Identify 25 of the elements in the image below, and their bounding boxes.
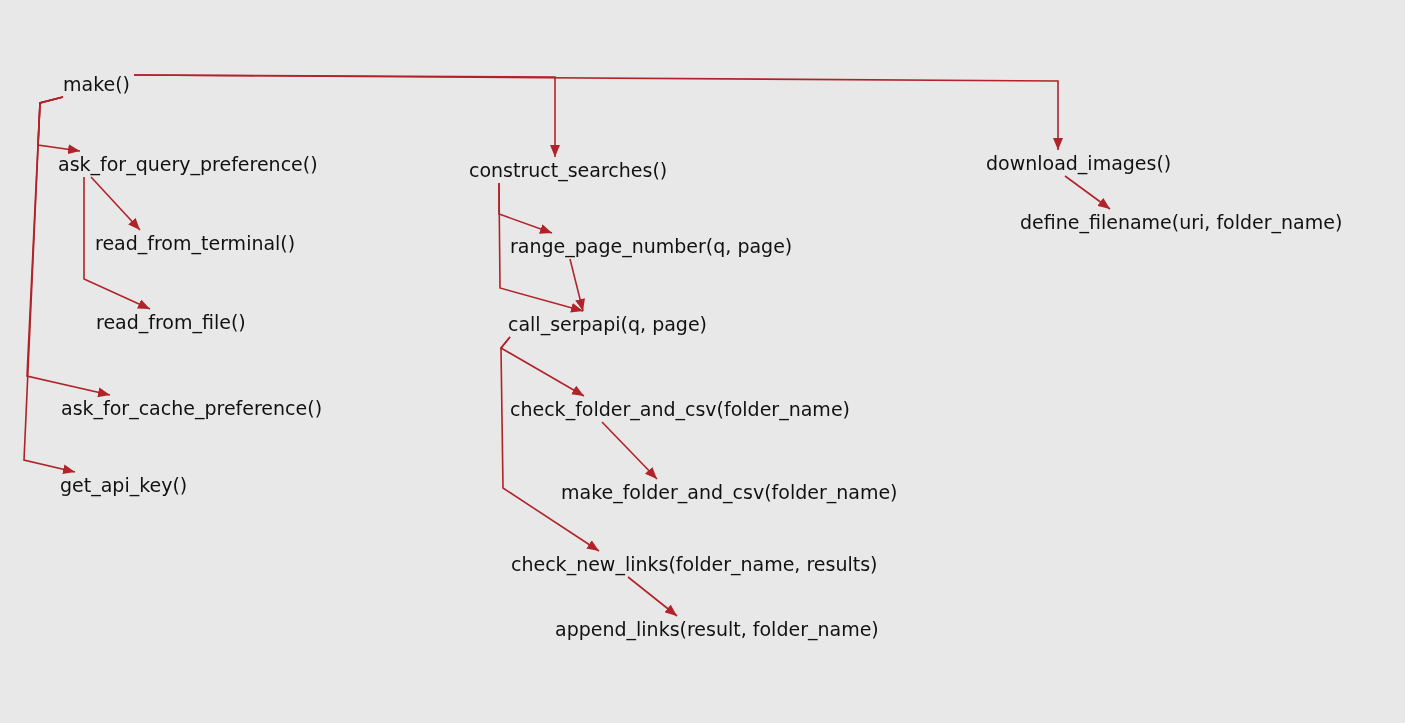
arrow	[500, 336, 600, 552]
arrow	[498, 182, 584, 313]
arrow	[569, 258, 585, 312]
function-label: make_folder_and_csv(folder_name)	[561, 481, 898, 503]
arrow	[90, 176, 141, 231]
function-label: append_links(result, folder_name)	[555, 618, 879, 640]
arrow	[23, 96, 76, 475]
function-label: read_from_file()	[96, 311, 246, 333]
function-label: check_folder_and_csv(folder_name)	[510, 398, 850, 420]
arrow	[1064, 175, 1111, 210]
function-label: range_page_number(q, page)	[510, 235, 793, 257]
function-label: define_filename(uri, folder_name)	[1020, 211, 1343, 233]
function-label: read_from_terminal()	[95, 232, 296, 254]
arrow	[83, 176, 151, 310]
arrow	[627, 576, 678, 617]
function-label: ask_for_query_preference()	[58, 153, 318, 175]
function-label: download_images()	[986, 152, 1172, 174]
function-label: call_serpapi(q, page)	[508, 313, 707, 335]
function-label: check_new_links(folder_name, results)	[511, 553, 878, 575]
arrow	[601, 421, 658, 480]
function-label: make()	[63, 73, 130, 95]
function-label: construct_searches()	[469, 159, 668, 181]
arrow	[133, 74, 1063, 151]
function-label: ask_for_cache_preference()	[61, 397, 323, 419]
function-label: get_api_key()	[60, 474, 188, 496]
